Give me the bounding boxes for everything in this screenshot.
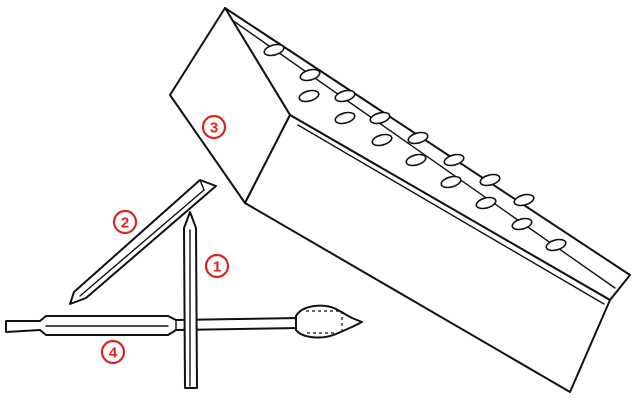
hole [405,153,427,167]
hole [371,133,393,147]
hole [475,196,497,210]
callout-4: 4 [100,339,126,365]
callout-3: 3 [201,114,227,140]
rod-handle [295,304,363,339]
diagonal-pin-cap [199,179,205,191]
callout-2-circle [112,209,138,235]
callout-2-label: 2 [121,215,129,232]
hole [299,68,321,82]
rod-handle-dashes [306,310,343,334]
block-front-face [244,114,611,393]
block-holes [263,43,567,252]
perforated-block [169,7,631,393]
hole [298,89,320,103]
callout-4-circle [100,339,126,365]
hole [440,175,462,189]
callout-1-circle [204,253,230,279]
hole [369,111,391,125]
callout-4-label: 4 [109,345,118,362]
hole [407,131,429,145]
hole [511,217,533,231]
hole [513,193,535,207]
callout-2: 2 [112,209,138,235]
callout-1: 1 [204,253,230,279]
block-front-inner-edge [297,124,605,305]
callout-3-circle [201,114,227,140]
hole [443,153,465,167]
callout-1-label: 1 [213,259,221,276]
diagonal-pin-edge [79,189,205,297]
hole [479,173,501,187]
hole [334,111,356,125]
hole [263,43,285,57]
horizontal-rod [5,304,363,339]
diagonal-pin [69,179,217,305]
vertical-pin [183,211,198,389]
hole [545,238,567,252]
callout-3-label: 3 [210,120,218,137]
hole [334,89,356,103]
